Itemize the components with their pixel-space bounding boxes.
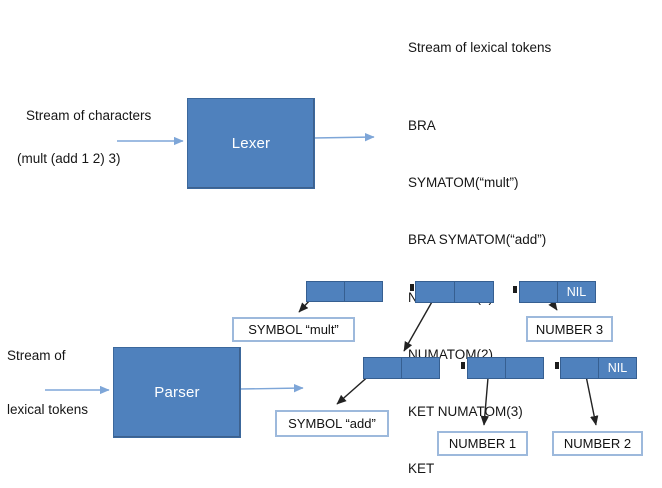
number-2-label: NUMBER 2: [563, 436, 632, 451]
label-line: Stream of: [7, 348, 66, 363]
cons-cell-outer-3: NIL: [519, 281, 596, 303]
token-line: KET: [408, 461, 435, 477]
number-1-box: NUMBER 1: [437, 431, 528, 456]
pointer-tick: [513, 286, 517, 293]
source-code-text: (mult (add 1 2) 3): [17, 151, 121, 166]
symbol-add-label: SYMBOL “add”: [288, 416, 376, 431]
cons-cdr: [345, 282, 382, 301]
token-line: KET NUMATOM(3): [408, 403, 523, 419]
nil-label: NIL: [607, 361, 628, 375]
label-line: lexical tokens: [7, 402, 89, 417]
cons-cell-inner-2: [467, 357, 544, 379]
cons-car: [468, 358, 506, 378]
arrow-parser-output: [239, 383, 304, 393]
cons-cdr: [402, 358, 439, 378]
nil-label: NIL: [566, 285, 587, 299]
stream-of-characters-label: Stream of characters: [26, 108, 152, 123]
parser-box: Parser: [113, 347, 241, 438]
cons-cell-outer-1: [306, 281, 383, 302]
pointer-tick: [555, 362, 559, 369]
token-line: BRA: [408, 118, 436, 133]
number-2-box: NUMBER 2: [552, 431, 643, 456]
number-1-label: NUMBER 1: [448, 436, 517, 451]
arrow-lexer-to-tokens: [312, 132, 375, 142]
stream-of-lexical-tokens-label: Stream of lexical tokens: [7, 311, 88, 455]
cons-cell-inner-1: [363, 357, 440, 379]
cons-cdr: [455, 282, 493, 302]
lexer-box-label: Lexer: [231, 135, 271, 152]
parser-box-label: Parser: [154, 384, 200, 401]
cons-cell-inner-3: NIL: [560, 357, 637, 379]
pointer-tick: [410, 284, 414, 291]
cons-cdr-nil: NIL: [558, 282, 595, 302]
cons-car: [561, 358, 599, 378]
cons-cdr: [506, 358, 543, 378]
token-line: BRA SYMATOM(“add”): [408, 232, 547, 248]
lexer-box: Lexer: [187, 98, 315, 189]
token-line: SYMATOM(“mult”): [408, 175, 519, 191]
symbol-add-box: SYMBOL “add”: [275, 410, 389, 437]
pointer-tick: [461, 362, 465, 369]
cons-car: [307, 282, 345, 301]
symbol-mult-box: SYMBOL “mult”: [232, 317, 355, 342]
cons-car: [416, 282, 455, 302]
cons-cdr-nil: NIL: [599, 358, 636, 378]
cons-car: [364, 358, 402, 378]
number-3-label: NUMBER 3: [535, 321, 604, 337]
token-stream-title: Stream of lexical tokens: [408, 40, 552, 55]
cons-car: [520, 282, 558, 302]
cons-cell-outer-2: [415, 281, 494, 303]
number-3-box: NUMBER 3: [526, 316, 613, 342]
symbol-mult-label: SYMBOL “mult”: [248, 322, 339, 337]
